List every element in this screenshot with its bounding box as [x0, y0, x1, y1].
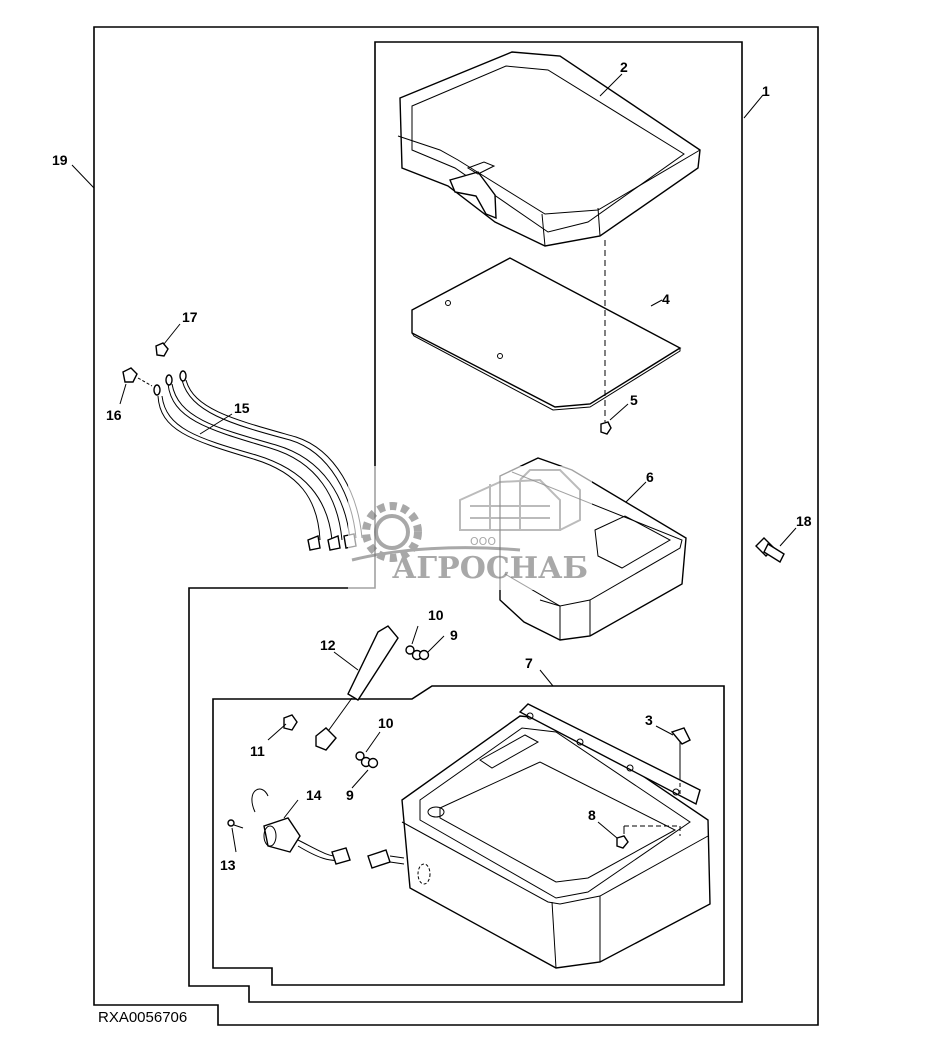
- assembly-frames: [93, 26, 819, 1026]
- part-17-nut: [155, 342, 169, 357]
- callout-11: 11: [250, 743, 265, 759]
- callout-18: 18: [796, 513, 812, 529]
- part-8-nut: [616, 835, 629, 849]
- figure-id: RXA0056706: [98, 1009, 187, 1026]
- callout-15: 15: [234, 400, 250, 416]
- part-11-nut: [283, 714, 298, 731]
- watermark-name: АГРОСНАБ: [392, 551, 588, 586]
- gear-icon: [362, 502, 422, 562]
- frame-7: [212, 685, 725, 986]
- callout-8: 8: [588, 807, 596, 823]
- tractor-icon: [459, 469, 581, 531]
- callout-14: 14: [306, 787, 322, 803]
- part-4-plate: [411, 257, 682, 411]
- callout-13: 13: [220, 857, 236, 873]
- watermark: ООО АГРОСНАБ: [348, 466, 592, 590]
- leader-lines: [71, 73, 797, 853]
- part-13-screw: [227, 819, 244, 829]
- callout-5: 5: [630, 392, 638, 408]
- part-3-bolt: [670, 727, 691, 796]
- frame-19: [93, 26, 819, 1026]
- callout-1: 1: [762, 83, 770, 99]
- callout-10a: 10: [428, 607, 444, 623]
- frame-1: [188, 41, 743, 1003]
- callout-12: 12: [320, 637, 336, 653]
- part-16-nut: [122, 367, 138, 383]
- callout-3: 3: [645, 712, 653, 728]
- guide-line-5: [600, 240, 612, 435]
- callout-2: 2: [620, 59, 628, 75]
- part-15-harness: [153, 370, 363, 551]
- callout-6: 6: [646, 469, 654, 485]
- part-7-box: [401, 703, 711, 969]
- part-18-bolt: [755, 537, 785, 564]
- callout-10b: 10: [378, 715, 394, 731]
- callout-16: 16: [106, 407, 122, 423]
- callout-19: 19: [52, 152, 68, 168]
- callout-7: 7: [525, 655, 533, 671]
- callout-17: 17: [182, 309, 198, 325]
- part-9-10-upper: [405, 645, 430, 661]
- callout-4: 4: [662, 291, 670, 307]
- callout-labels: 1 2 3 4 5 6 7 8 9 9 10 10 11 12 13 14 15…: [52, 59, 812, 873]
- callout-9a: 9: [450, 627, 458, 643]
- part-14-socket: [251, 788, 405, 869]
- part-12-gas-strut: [315, 625, 399, 751]
- callout-9b: 9: [346, 787, 354, 803]
- part-9-10-lower: [355, 751, 379, 769]
- part-2-lid: [397, 51, 701, 247]
- watermark-prefix: ООО: [470, 535, 496, 548]
